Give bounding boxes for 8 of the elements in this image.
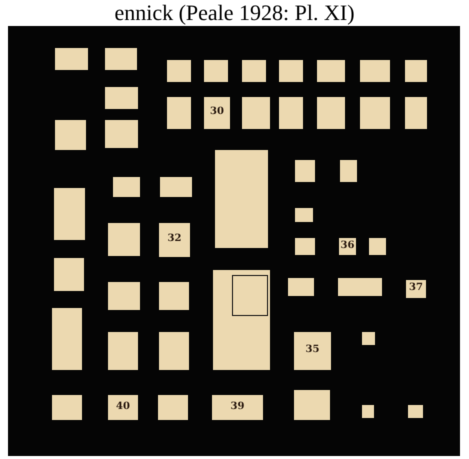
piece-number: 35: [306, 344, 320, 355]
piece-number: 30: [210, 106, 224, 117]
piece-number: 36: [340, 240, 354, 250]
piece-number: 40: [116, 400, 130, 412]
piece-number: 32: [168, 233, 182, 244]
title: ennick (Peale 1928: Pl. XI): [113, 0, 356, 26]
piece-number: 37: [409, 282, 423, 293]
piece-number: 39: [230, 400, 244, 412]
